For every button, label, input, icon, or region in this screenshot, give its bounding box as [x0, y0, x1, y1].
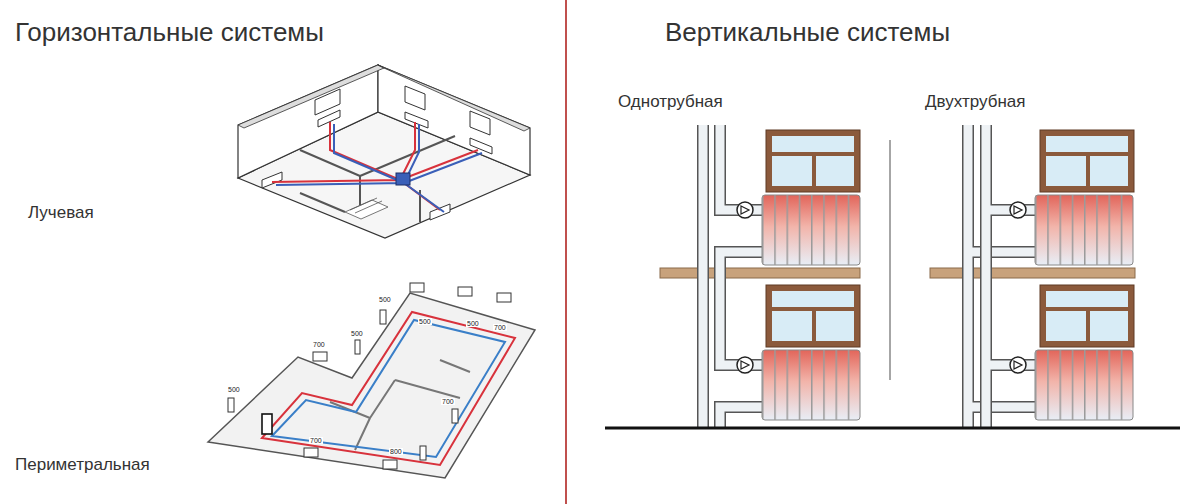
radiator-power: 700 [309, 437, 323, 444]
radiator [497, 293, 511, 302]
window [405, 86, 425, 110]
partition-wall [300, 136, 455, 222]
radiator-power: 800 [389, 448, 403, 455]
radiator-power: 700 [312, 341, 326, 348]
window [470, 111, 490, 135]
window [766, 285, 860, 347]
riser-pipe [720, 125, 762, 428]
radiator [430, 204, 450, 220]
system-label: Лучевая [28, 203, 94, 223]
radial-room [238, 65, 530, 238]
riser-pipe-fill [699, 125, 708, 428]
supply-pipe-fill [986, 125, 1035, 428]
radiator-power: 500 [378, 296, 392, 303]
radiator [304, 448, 318, 457]
floor-line [605, 427, 1180, 430]
radiator [762, 195, 860, 265]
valve [737, 202, 753, 218]
valve [1010, 202, 1026, 218]
radiator [405, 112, 428, 128]
window [766, 130, 860, 192]
radiator [383, 460, 397, 469]
riser-pipe [697, 125, 709, 428]
system-label: Периметральная [15, 455, 150, 475]
radiator-power: 700 [441, 398, 455, 405]
stairs [345, 198, 388, 219]
return-pipe [276, 124, 482, 212]
return-pipe [272, 320, 505, 457]
perimeter-plan [208, 283, 535, 478]
wall-top [238, 65, 384, 128]
valve [1010, 357, 1026, 373]
return-pipe [968, 125, 1035, 428]
manifold [396, 173, 410, 185]
radiator [452, 409, 458, 423]
supply-pipe [986, 125, 1035, 428]
one-pipe-system [660, 125, 860, 428]
radiator [355, 340, 360, 354]
supply-pipe [262, 312, 515, 465]
window [1040, 130, 1134, 192]
radiator [313, 352, 327, 361]
radiator-power: 500 [418, 318, 432, 325]
riser-pipe-fill [720, 125, 762, 428]
radiator-power: 700 [493, 324, 507, 331]
radiator [458, 287, 472, 296]
section-title: Вертикальные системы [665, 17, 950, 48]
group-divider [889, 140, 891, 380]
radiator [1035, 195, 1133, 265]
radiator [228, 398, 234, 412]
radiator [1035, 350, 1133, 420]
system-label: Двухтрубная [925, 92, 1026, 112]
radiator-power: 500 [227, 386, 241, 393]
radiator-power: 500 [466, 320, 480, 327]
radiator [410, 283, 424, 292]
system-label: Однотрубная [618, 92, 723, 112]
return-pipe-fill [968, 125, 1035, 428]
radiator [762, 350, 860, 420]
section-title: Горизонтальные системы [15, 17, 324, 48]
valve [737, 357, 753, 373]
wall-top [378, 65, 530, 131]
radiator [380, 310, 386, 324]
radiator-power: 500 [350, 330, 364, 337]
boiler [262, 414, 272, 434]
section-divider [565, 0, 567, 504]
two-pipe-system [930, 125, 1135, 428]
plan-outline [208, 293, 535, 478]
radiator [420, 446, 426, 460]
floor-slab [930, 268, 1135, 278]
floor-slab [660, 268, 860, 278]
window [315, 89, 340, 115]
window [1040, 285, 1134, 347]
